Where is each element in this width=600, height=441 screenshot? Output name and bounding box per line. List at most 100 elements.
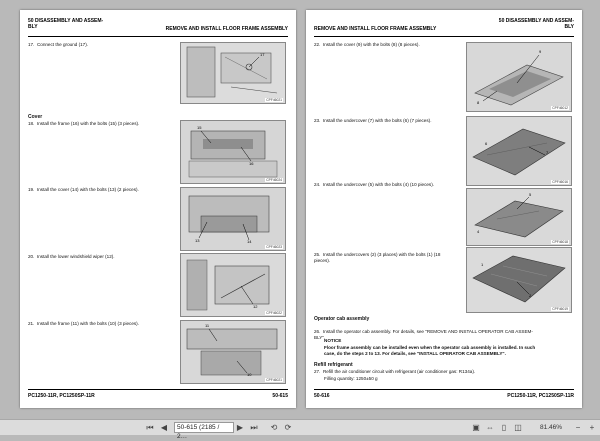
page-footer: PC1250-11R, PC1250SP-11R 50-615 [28, 389, 288, 402]
step-19: 19. Install the cover (14) with the bolt… [28, 187, 139, 193]
figure-caption: CPF46021 [265, 98, 283, 102]
step-number: 24. [314, 182, 321, 187]
step-number: 17. [28, 42, 35, 47]
figure-illustration [467, 189, 571, 245]
callout-11: 11 [205, 323, 210, 328]
callout-16: 16 [249, 161, 254, 166]
step-18: 18. Install the frame (16) with the bolt… [28, 121, 139, 127]
zoom-in-icon[interactable]: + [589, 423, 595, 432]
figure-caption: CPF46019 [551, 307, 569, 311]
step-number: 26. [314, 329, 321, 334]
figure-illustration [467, 248, 571, 312]
first-page-icon[interactable]: ⏮ [146, 423, 154, 432]
callout-12: 12 [253, 304, 258, 309]
figure-undercover-5: 5 4 CPF46018 [466, 188, 572, 246]
figure-illustration [181, 43, 285, 103]
fit-page-icon[interactable]: ▣ [472, 423, 480, 432]
figure-caption: CPF46024 [265, 178, 283, 182]
page-number-input[interactable]: 50-615 (2185 / 2… [174, 422, 234, 440]
figure-caption: CPF46018 [551, 240, 569, 244]
step-number: 21. [28, 321, 35, 326]
step-text: Connect the ground (17). [36, 42, 89, 47]
fit-width-icon[interactable]: ⇔ [486, 423, 494, 432]
left-page: 50 DISASSEMBLY AND ASSEM- BLY REMOVE AND… [20, 10, 296, 408]
step-number: 22. [314, 42, 321, 47]
step-20: 20. Install the lower windshield wiper (… [28, 254, 115, 260]
header-topic-title: REMOVE AND INSTALL FLOOR FRAME ASSEMBLY [314, 26, 437, 32]
next-page-icon[interactable]: ▶ [236, 423, 244, 432]
figure-illustration [181, 254, 285, 316]
step-text: Install the undercovers (2) (3 places) w… [314, 252, 441, 263]
step-text: Install the cover (14) with the bolts (1… [36, 187, 139, 192]
step-text: Install the operator cab assembly. For d… [314, 329, 533, 340]
figure-undercover-7: 7 6 CPF46016 [466, 116, 572, 186]
step-23: 23. Install the undercover (7) with the … [314, 118, 431, 124]
footer-page-number: 50-615 [272, 393, 288, 399]
last-page-icon[interactable]: ⏭ [250, 423, 258, 432]
step-number: 19. [28, 187, 35, 192]
filling-quantity: Filling quantity: 1250±50 g [324, 376, 378, 381]
figure-undercovers-2: 2 1 CPF46019 [466, 247, 572, 313]
notice-label: NOTICE [324, 338, 342, 343]
zoom-out-icon[interactable]: − [575, 423, 581, 432]
figure-cover-9: 9 8 CPF46012 [466, 42, 572, 112]
callout-15: 15 [197, 125, 202, 130]
figure-illustration [467, 117, 571, 185]
step-number: 23. [314, 118, 321, 123]
step-text: Install the lower windshield wiper (12). [36, 254, 115, 259]
step-27: 27. Refill the air conditioner circuit w… [314, 369, 475, 375]
figure-wiper: 12 CPF46022 [180, 253, 286, 317]
section-heading-refill: Refill refrigerant [314, 362, 353, 368]
callout-13: 13 [195, 238, 200, 243]
forward-icon[interactable]: ⟳ [284, 423, 292, 432]
figure-caption: CPF46021 [265, 378, 283, 382]
callout-2: 2 [529, 293, 532, 298]
step-21: 21. Install the frame (11) with the bolt… [28, 321, 139, 327]
step-22: 22. Install the cover (9) with the bolts… [314, 42, 420, 48]
notice-text: Floor frame assembly can be installed ev… [324, 345, 536, 356]
callout-4: 4 [477, 229, 480, 234]
step-17: 17. Connect the ground (17). [28, 42, 88, 48]
callout-6: 6 [485, 141, 488, 146]
zoom-level: 81.46% [540, 424, 563, 431]
figure-caption: CPF46012 [551, 106, 569, 110]
header-topic-title: REMOVE AND INSTALL FLOOR FRAME ASSEMBLY [165, 26, 288, 32]
footer-model: PC1250-11R, PC1250SP-11R [507, 393, 574, 399]
single-page-icon[interactable]: ▯ [501, 423, 507, 432]
figure-frame-16: 15 16 CPF46024 [180, 120, 286, 184]
figure-frame-11: 11 10 CPF46021 [180, 320, 286, 384]
callout-1: 1 [481, 262, 484, 267]
callout-17: 17 [260, 52, 265, 57]
step-number: 25. [314, 252, 321, 257]
callout-9: 9 [539, 49, 542, 54]
step-number: 20. [28, 254, 35, 259]
section-heading-cab: Operator cab assembly [314, 316, 370, 322]
figure-illustration [181, 188, 285, 250]
step-text: Install the frame (11) with the bolts (1… [36, 321, 139, 326]
step-26: 26. Install the operator cab assembly. F… [314, 323, 572, 341]
figure-ground: 17 CPF46021 [180, 42, 286, 104]
figure-illustration [181, 121, 285, 183]
callout-7: 7 [546, 150, 549, 155]
callout-14: 14 [247, 239, 252, 244]
figure-illustration [181, 321, 285, 383]
footer-model: PC1250-11R, PC1250SP-11R [28, 393, 95, 399]
callout-10: 10 [247, 372, 252, 377]
figure-illustration [467, 43, 571, 111]
section-heading-cover: Cover [28, 114, 43, 120]
step-text: Install the frame (16) with the bolts (1… [36, 121, 140, 126]
header-section-title: 50 DISASSEMBLY AND ASSEM- BLY [498, 18, 574, 30]
figure-caption: CPF46016 [551, 180, 569, 184]
viewer-statusbar: ⏮ ◀ 50-615 (2185 / 2… ▶ ⏭ ⟲ ⟳ ▣ ⇔ ▯ ◫ 81… [0, 419, 600, 440]
step-text: Install the undercover (7) with the bolt… [322, 118, 432, 123]
prev-page-icon[interactable]: ◀ [160, 423, 168, 432]
footer-page-number: 50-616 [314, 393, 330, 399]
right-page: REMOVE AND INSTALL FLOOR FRAME ASSEMBLY … [306, 10, 582, 408]
step-number: 18. [28, 121, 35, 126]
callout-8: 8 [477, 100, 480, 105]
back-icon[interactable]: ⟲ [270, 423, 278, 432]
two-page-icon[interactable]: ◫ [514, 423, 522, 432]
step-24: 24. Install the undercover (5) with the … [314, 182, 434, 188]
step-text: Refill the air conditioner circuit with … [322, 369, 476, 374]
step-number: 27. [314, 369, 321, 374]
